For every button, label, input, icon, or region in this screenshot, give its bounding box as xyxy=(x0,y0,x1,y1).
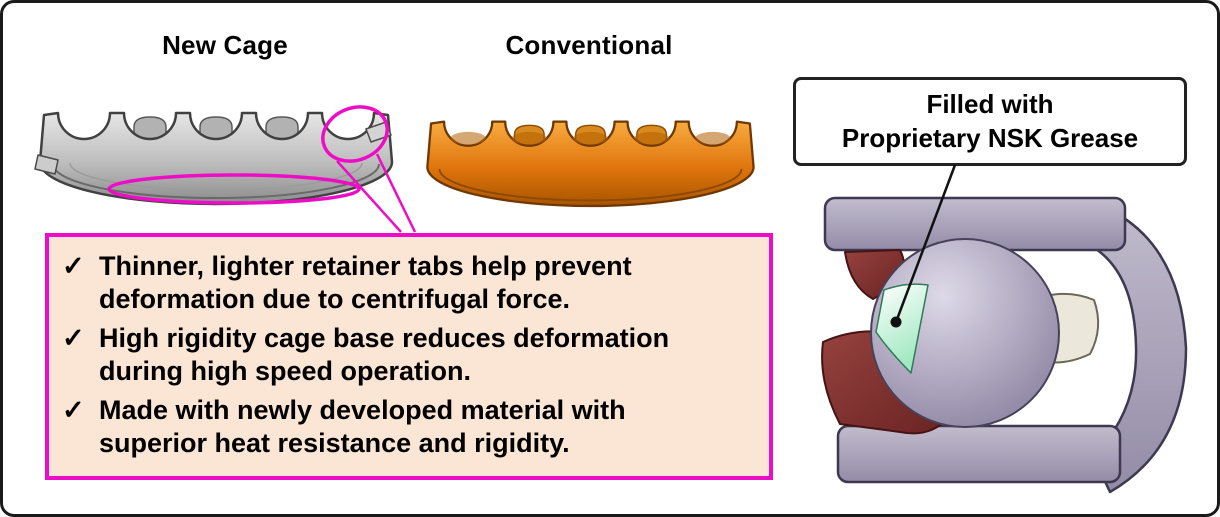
bullet-item: ✓ Thinner, lighter retainer tabs help pr… xyxy=(62,250,757,316)
callout-box: ✓ Thinner, lighter retainer tabs help pr… xyxy=(45,233,773,480)
bullet-text: High rigidity cage base reduces deformat… xyxy=(99,323,670,386)
bearing-inner-ring-bottom xyxy=(836,424,1122,484)
bullet-item: ✓ High rigidity cage base reduces deform… xyxy=(62,322,757,388)
conventional-cage-title: Conventional xyxy=(505,30,673,60)
new-cage-image xyxy=(34,111,394,206)
cage-rim-line xyxy=(438,168,743,202)
new-cage-title: New Cage xyxy=(162,30,288,60)
grease-label-box: Filled with Proprietary NSK Grease xyxy=(793,77,1187,166)
cage-pocket-cups xyxy=(450,131,731,145)
check-icon: ✓ xyxy=(62,323,85,353)
bullet-text: Thinner, lighter retainer tabs help prev… xyxy=(99,251,632,314)
cage-retainer-tab-left xyxy=(34,154,59,175)
bearing-outer-ring-right xyxy=(1072,198,1188,494)
conventional-cage-image xyxy=(426,120,755,208)
bullet-item: ✓ Made with newly developed material wit… xyxy=(62,394,757,460)
bearing-cross-section-image xyxy=(821,196,1188,494)
bullet-text: Made with newly developed material with … xyxy=(99,395,626,458)
check-icon: ✓ xyxy=(62,395,85,425)
check-icon: ✓ xyxy=(62,251,85,281)
cage-back-prongs xyxy=(133,116,299,148)
